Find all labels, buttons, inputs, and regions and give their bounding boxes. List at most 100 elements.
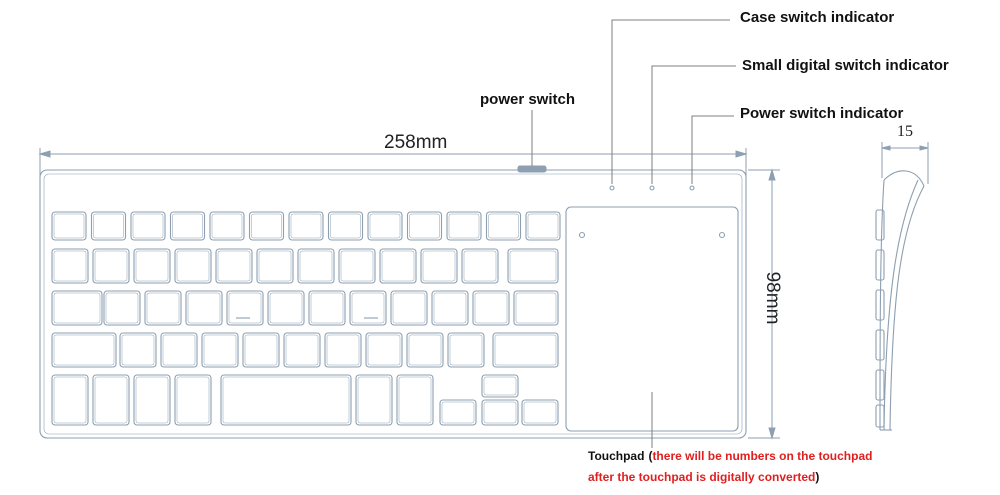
key-r2-2-inner bbox=[135, 250, 169, 282]
key-r5-1 bbox=[92, 374, 130, 426]
keyboard-body-inner bbox=[43, 173, 743, 435]
key-r2-5-inner bbox=[258, 250, 292, 282]
key-r3-3-inner bbox=[187, 292, 221, 324]
key-r4-9 bbox=[447, 332, 485, 368]
touchpad-note-line1: Touchpad(there will be numbers on the to… bbox=[588, 449, 872, 463]
key-r2-7-inner bbox=[340, 250, 374, 282]
key-r4-5 bbox=[283, 332, 321, 368]
power-indicator-leader bbox=[691, 115, 734, 184]
key-r5-6 bbox=[396, 374, 434, 426]
key-r1-3-inner bbox=[172, 213, 203, 239]
key-r3-0-inner bbox=[53, 292, 101, 324]
key-r1-4 bbox=[209, 211, 245, 241]
key-r1-0-inner bbox=[53, 213, 85, 239]
key-r1-10 bbox=[446, 211, 482, 241]
key-r4-0-inner bbox=[53, 334, 115, 366]
keyboard-drawing bbox=[39, 165, 925, 439]
key-r4-4-inner bbox=[244, 334, 278, 366]
key-r1-11 bbox=[485, 211, 522, 241]
key-r1-1 bbox=[90, 211, 127, 241]
power-indicator-label: Power switch indicator bbox=[740, 105, 904, 122]
key-r2-10-inner bbox=[463, 250, 497, 282]
power-switch bbox=[517, 165, 547, 173]
key-r1-7-inner bbox=[330, 213, 361, 239]
key-r4-7 bbox=[365, 332, 403, 368]
key-r1-12-inner bbox=[527, 213, 559, 239]
key-r2-1-inner bbox=[94, 250, 128, 282]
key-r3-4 bbox=[226, 290, 264, 326]
case-indicator-label: Case switch indicator bbox=[740, 9, 894, 26]
key-r4-7-inner bbox=[367, 334, 401, 366]
key-r3-9-inner bbox=[433, 292, 467, 324]
side-key-5 bbox=[875, 369, 885, 401]
side-key-2 bbox=[875, 249, 885, 281]
key-r1-10-inner bbox=[448, 213, 480, 239]
key-r4-10 bbox=[492, 332, 559, 368]
key-r2-8 bbox=[379, 248, 417, 284]
key-r1-6 bbox=[288, 211, 324, 241]
key-r1-8 bbox=[367, 211, 403, 241]
keyboard-body bbox=[39, 169, 747, 439]
touchpad-dot-right bbox=[718, 231, 726, 239]
key-r2-11 bbox=[507, 248, 559, 284]
key-r4-3-inner bbox=[203, 334, 237, 366]
arrow-right-key-inner bbox=[523, 401, 557, 424]
key-r2-0 bbox=[51, 248, 89, 284]
key-r4-8-inner bbox=[408, 334, 442, 366]
case-indicator-leader bbox=[611, 19, 730, 184]
key-r2-11-inner bbox=[509, 250, 557, 282]
key-r5-6-inner bbox=[398, 376, 432, 424]
key-r4-2 bbox=[160, 332, 198, 368]
arrow-up-key bbox=[481, 374, 519, 398]
key-r4-6-inner bbox=[326, 334, 360, 366]
key-r2-3-inner bbox=[176, 250, 210, 282]
key-r2-9-inner bbox=[422, 250, 456, 282]
touchpad-note-red-2: after the touchpad is digitally converte… bbox=[588, 470, 815, 484]
key-r4-1 bbox=[119, 332, 157, 368]
key-r3-10-inner bbox=[474, 292, 508, 324]
key-r2-7 bbox=[338, 248, 376, 284]
key-r1-3 bbox=[169, 211, 206, 241]
key-r2-10 bbox=[461, 248, 499, 284]
side-key-1 bbox=[875, 209, 885, 241]
key-r1-12 bbox=[525, 211, 561, 241]
arrow-left-key-inner bbox=[441, 401, 475, 424]
thickness-dimension-label: 15 bbox=[897, 123, 913, 140]
key-r4-4 bbox=[242, 332, 280, 368]
power-switch-label: power switch bbox=[480, 91, 575, 108]
touchpad-dot-left bbox=[578, 231, 586, 239]
key-r5-4 bbox=[220, 374, 352, 426]
key-r3-8-inner bbox=[392, 292, 426, 324]
key-r5-2-inner bbox=[135, 376, 169, 424]
key-r2-0-inner bbox=[53, 250, 87, 282]
side-profile bbox=[875, 170, 925, 431]
key-r5-3 bbox=[174, 374, 212, 426]
key-r1-7 bbox=[327, 211, 364, 241]
key-r4-0 bbox=[51, 332, 117, 368]
key-r3-1 bbox=[103, 290, 141, 326]
key-r1-11-inner bbox=[488, 213, 519, 239]
key-r3-5-inner bbox=[269, 292, 303, 324]
arrow-down-key-inner bbox=[483, 401, 517, 424]
arrow-left-key bbox=[439, 399, 477, 426]
key-r1-5 bbox=[248, 211, 285, 241]
key-r1-1-inner bbox=[93, 213, 124, 239]
key-r5-0 bbox=[51, 374, 89, 426]
key-r4-9-inner bbox=[449, 334, 483, 366]
side-key-6 bbox=[875, 404, 885, 428]
key-r1-5-inner bbox=[251, 213, 282, 239]
key-r3-8 bbox=[390, 290, 428, 326]
key-r5-0-inner bbox=[53, 376, 87, 424]
key-grid bbox=[51, 211, 561, 426]
digital-indicator-leader bbox=[651, 65, 736, 184]
key-r2-4-inner bbox=[217, 250, 251, 282]
key-r5-5-inner bbox=[357, 376, 391, 424]
key-r1-0 bbox=[51, 211, 87, 241]
arrow-right-key bbox=[521, 399, 559, 426]
key-r3-7 bbox=[349, 290, 387, 326]
key-r3-7-inner bbox=[351, 292, 385, 324]
key-r3-1-inner bbox=[105, 292, 139, 324]
key-r1-9-inner bbox=[409, 213, 440, 239]
key-r5-1-inner bbox=[94, 376, 128, 424]
arrow-down-key bbox=[481, 399, 519, 426]
